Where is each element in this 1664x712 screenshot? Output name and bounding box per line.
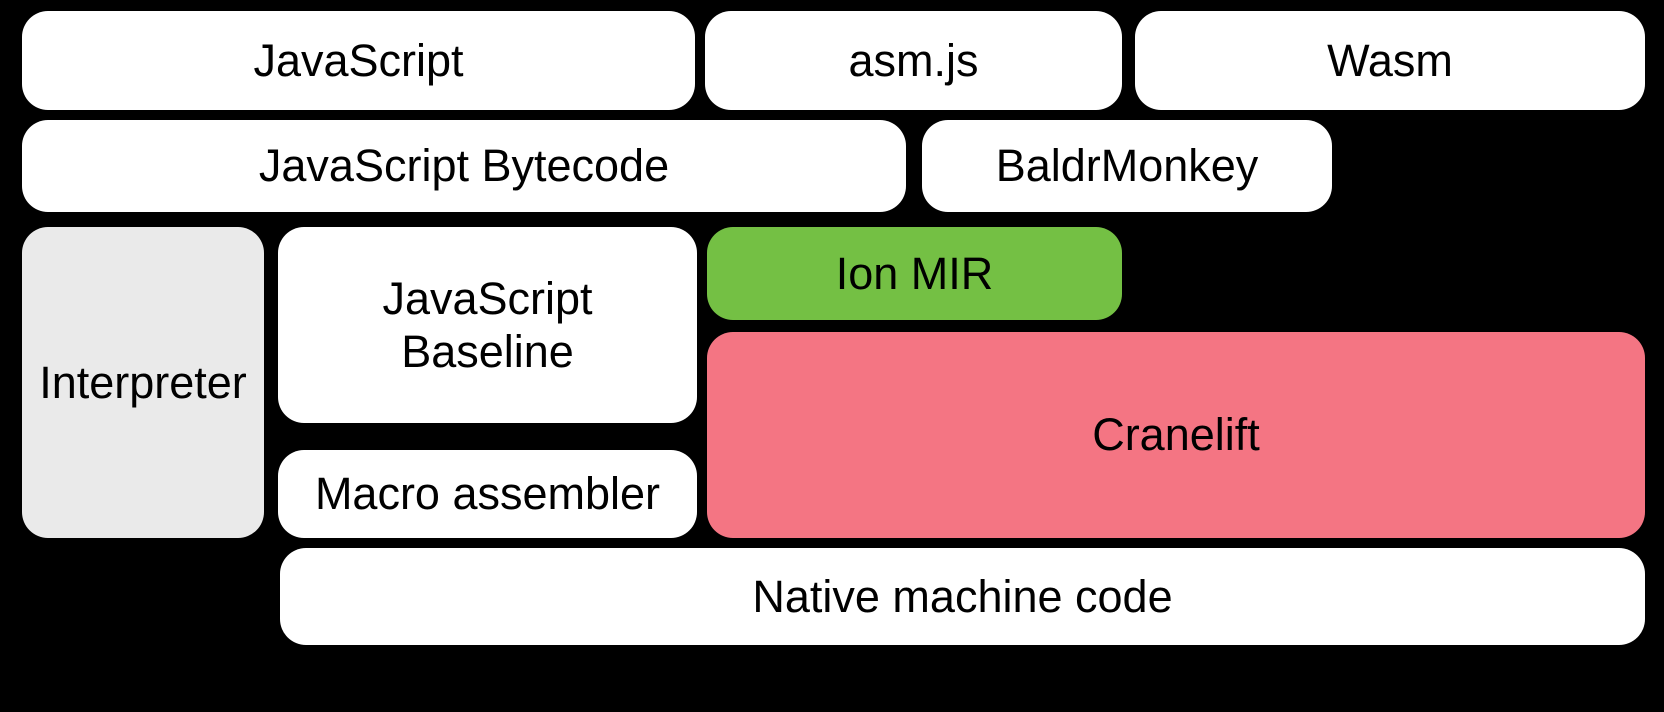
- block-ion-mir[interactable]: Ion MIR: [707, 227, 1122, 320]
- block-label-asmjs: asm.js: [848, 34, 979, 86]
- block-cranelift[interactable]: Cranelift: [707, 332, 1645, 538]
- block-label-javascript-baseline: JavaScript Baseline: [382, 272, 593, 377]
- block-label-ion-mir: Ion MIR: [835, 247, 994, 299]
- block-label-wasm: Wasm: [1327, 34, 1453, 86]
- block-baldrmonkey[interactable]: BaldrMonkey: [922, 120, 1332, 212]
- block-label-interpreter: Interpreter: [39, 356, 247, 408]
- block-label-macro-assembler: Macro assembler: [314, 468, 661, 520]
- block-interpreter[interactable]: Interpreter: [22, 227, 264, 538]
- block-asmjs[interactable]: asm.js: [705, 11, 1122, 110]
- block-label-cranelift: Cranelift: [1092, 409, 1260, 461]
- block-label-javascript-bytecode: JavaScript Bytecode: [258, 140, 670, 192]
- block-macro-assembler[interactable]: Macro assembler: [278, 450, 697, 538]
- block-javascript-bytecode[interactable]: JavaScript Bytecode: [22, 120, 906, 212]
- block-wasm[interactable]: Wasm: [1135, 11, 1645, 110]
- block-javascript[interactable]: JavaScript: [22, 11, 695, 110]
- block-native-machine-code[interactable]: Native machine code: [280, 548, 1645, 645]
- block-javascript-baseline[interactable]: JavaScript Baseline: [278, 227, 697, 423]
- block-label-javascript: JavaScript: [253, 34, 464, 86]
- block-label-baldrmonkey: BaldrMonkey: [995, 140, 1259, 192]
- block-label-native-machine-code: Native machine code: [752, 570, 1173, 622]
